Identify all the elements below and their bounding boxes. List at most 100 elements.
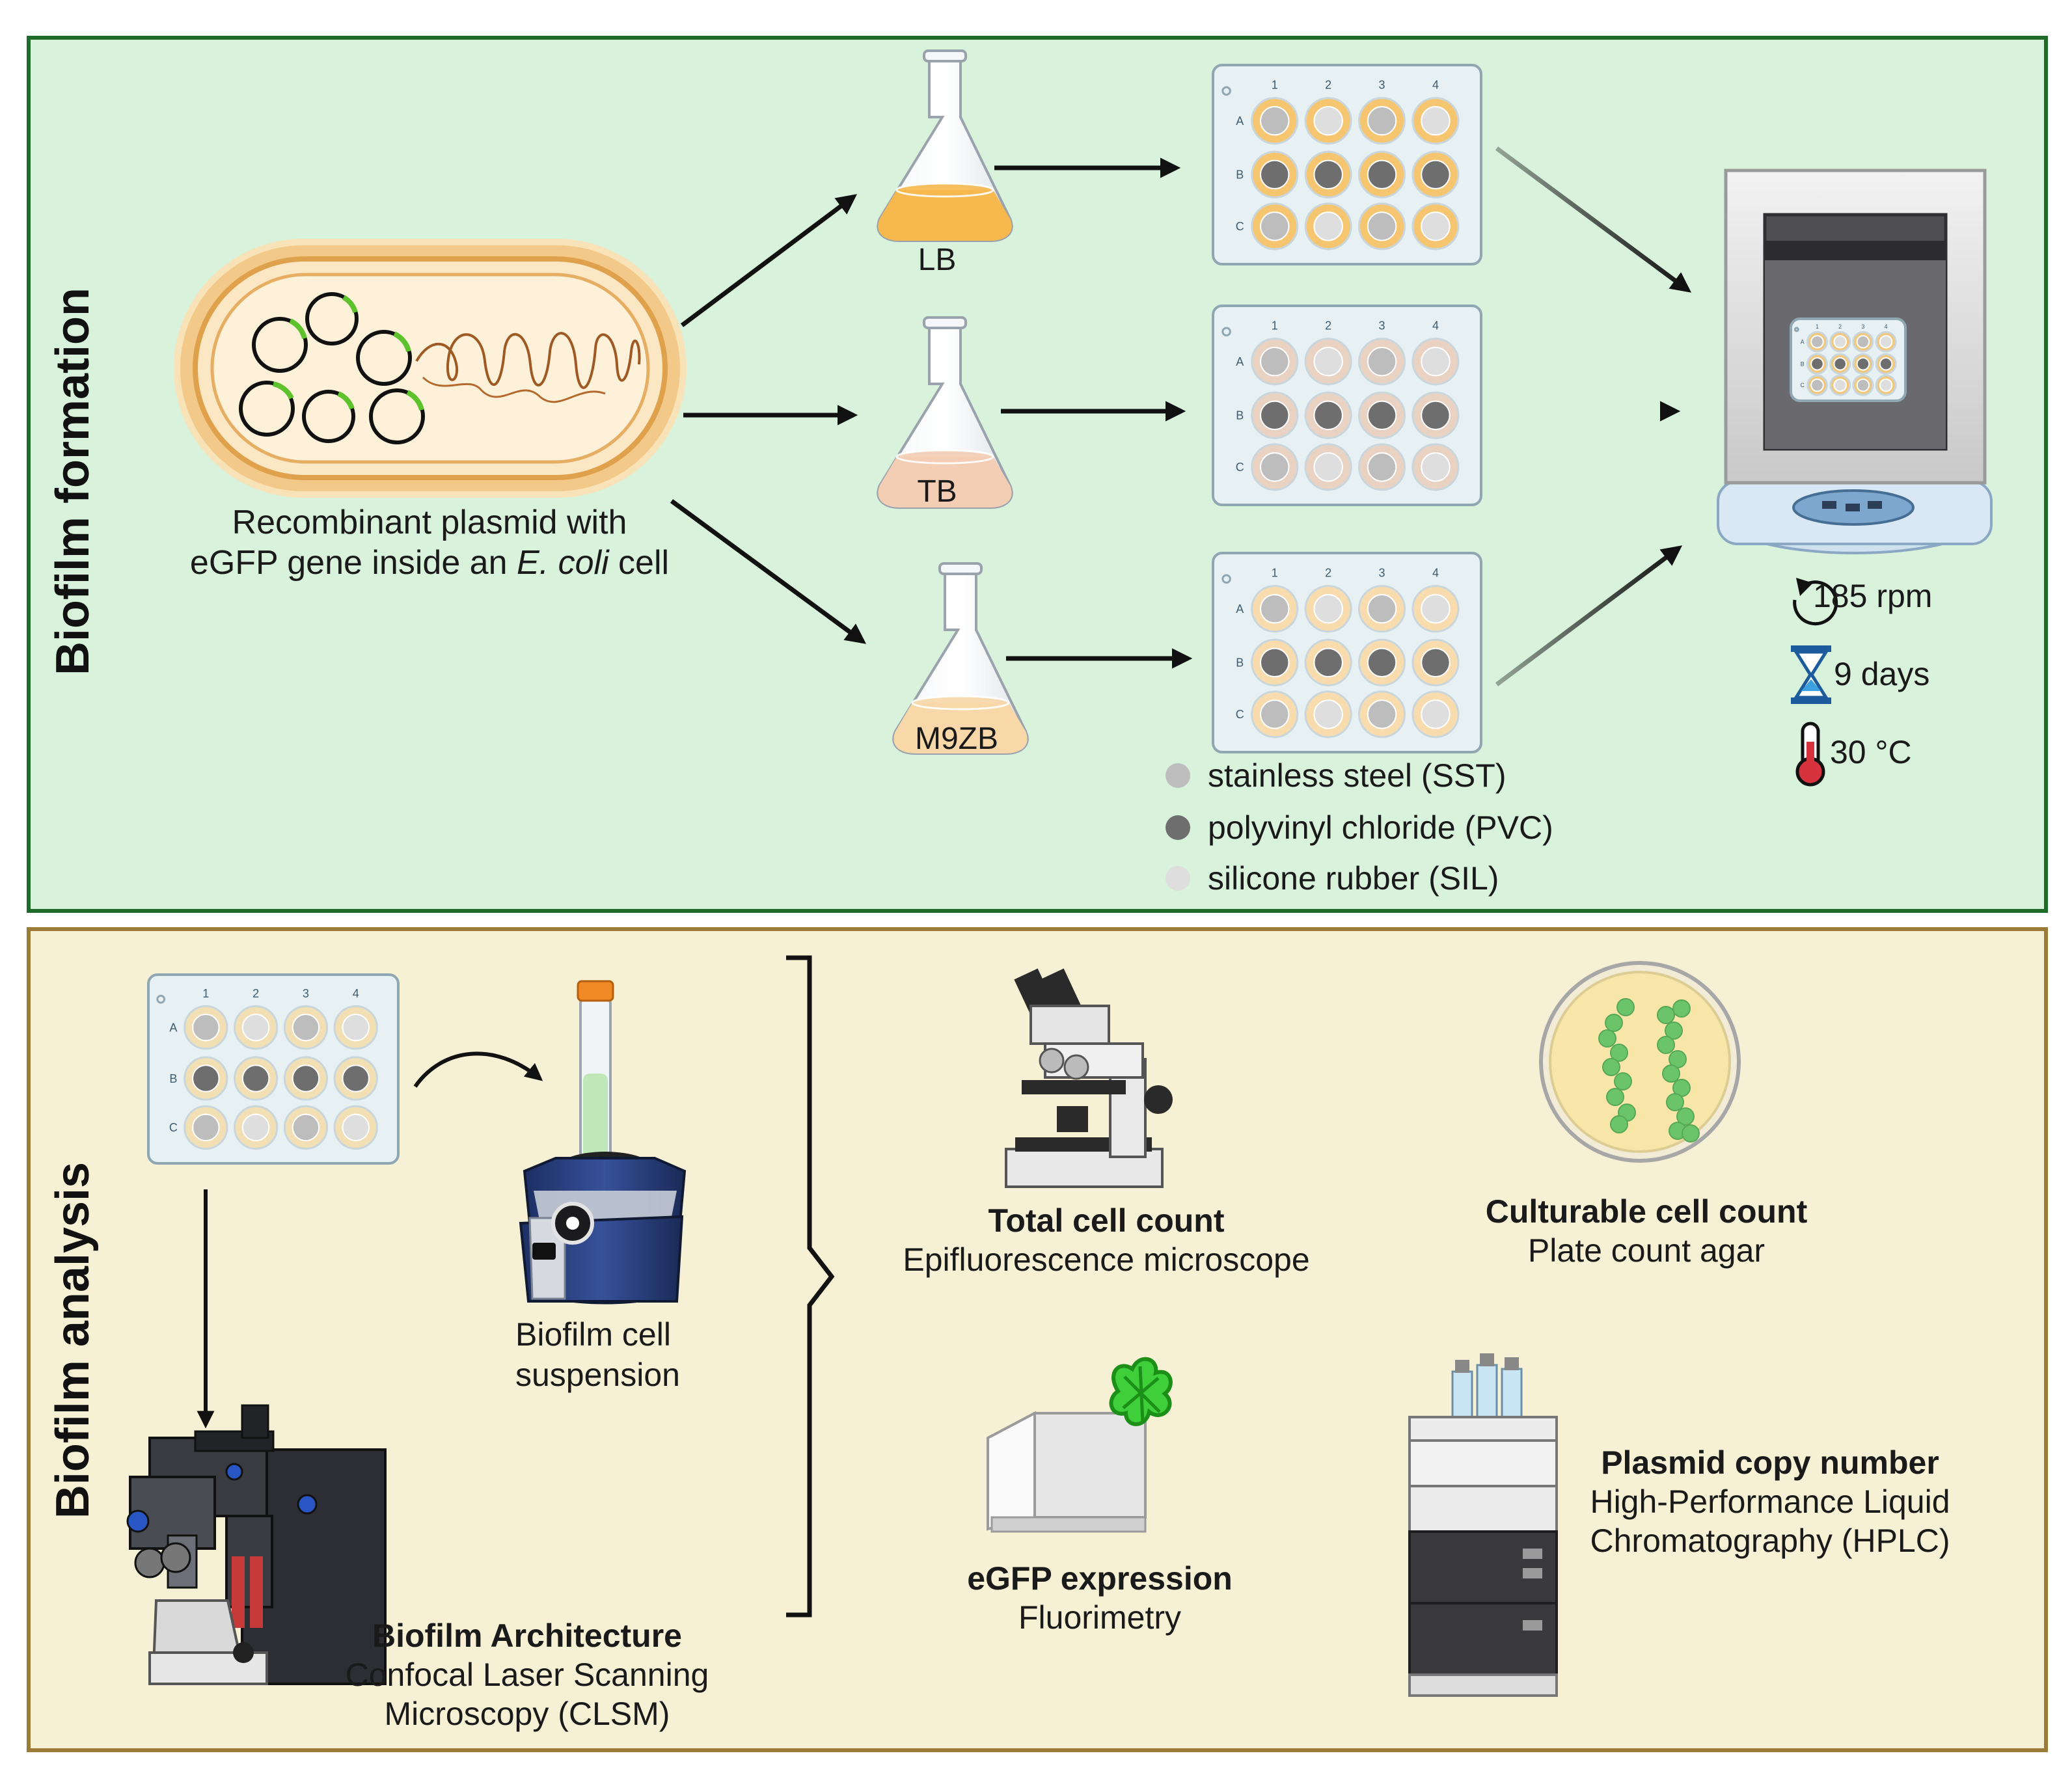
plate-coupon [1421,699,1451,729]
plate-coupon [1260,346,1290,377]
total-count-title: Total cell count [988,1202,1225,1239]
flask-m9zb-icon [892,562,1029,755]
ecoli-cell-icon [174,239,687,498]
rotation-icon [1793,578,1838,626]
arrow-plate1-to-incubator [1495,146,1692,293]
plate-coupon [292,1013,320,1042]
plate-column-label: 3 [1379,319,1385,332]
bacterial-colony [1614,1072,1632,1090]
plate-row-label: A [1801,338,1805,345]
bacterial-colony [1602,1058,1620,1076]
plate-row-label: C [1800,382,1805,388]
egfp-title: eGFP expression [967,1560,1233,1597]
suspension-line2: suspension [515,1357,680,1393]
plate-coupon [342,1113,370,1142]
plate-coupon [292,1113,320,1142]
plate-column-label: 1 [1272,567,1278,580]
legend-material-sil: silicone rubber (SIL) [1208,860,1499,897]
confocal-microscope-icon [126,1404,387,1685]
hplc-system-icon [1408,1353,1558,1697]
plate-row-label: B [1236,169,1244,182]
plate-coupon [241,1013,270,1042]
petri-dish-icon [1539,961,1741,1163]
plate-coupon [1313,159,1343,190]
cell-caption-line1: Recombinant plasmid with [232,504,627,541]
bacterial-colony [1616,998,1635,1016]
culturable-count-line1: Plate count agar [1527,1232,1765,1269]
plasmid-count-label: Plasmid copy number High-Performance Liq… [1549,1443,1991,1560]
medium-label-lb: LB [918,243,957,277]
epifluorescence-microscope-icon [1005,968,1173,1188]
plate-column-label: 4 [353,987,359,1000]
plate-coupon [292,1064,320,1092]
plate-coupon [1313,105,1343,136]
plate-row-label: A [1236,355,1244,368]
plate-row-label: B [1236,656,1244,670]
bacterial-colony [1672,999,1691,1018]
plate-coupon [1833,357,1847,371]
plate-column-label: 4 [1432,567,1439,580]
plate-row-label: C [1236,708,1244,721]
plate-coupon [1260,647,1290,678]
bacterial-colony [1605,1014,1623,1032]
plate-row-label: B [169,1072,177,1085]
cell-caption-line2: eGFP gene inside an E. coli cell [117,543,742,583]
plate-column-label: 4 [1432,79,1439,92]
medium-label-m9zb: M9ZB [914,722,998,756]
plate-coupon [1260,159,1290,190]
plate-coupon [1367,400,1397,431]
flask-tb-icon [877,316,1013,509]
plate-coupon [241,1113,270,1142]
plate-coupon [1833,378,1847,392]
plate-coupon [1879,335,1893,349]
bacterial-colony [1665,1022,1683,1040]
plate-row-label: C [169,1121,178,1134]
suspension-label: Biofilm cell suspension [515,1314,680,1395]
plate-coupon [1313,211,1343,241]
total-count-label: Total cell count Epifluorescence microsc… [859,1201,1354,1279]
condition-temperature: 30 °C [1830,734,1912,770]
bacterial-colony [1666,1093,1684,1111]
arrow-plate-to-vortex [413,1051,543,1088]
bacterial-colony [1657,1036,1675,1054]
gfp-protein-icon [1109,1357,1173,1426]
plate-row-label: C [1236,461,1244,474]
clsm-line1: Confocal Laser Scanning [345,1657,709,1693]
plate-coupon [1856,378,1870,392]
plate-row-label: B [1801,360,1805,367]
plate-coupon [1313,647,1343,678]
bacterial-colony [1657,1006,1675,1024]
bacterial-colony [1606,1088,1624,1106]
plate-coupon [1367,699,1397,729]
bacterial-colony [1682,1124,1700,1143]
plate-coupon [1260,593,1290,624]
plate-column-label: 1 [1816,323,1819,330]
cell-caption: Recombinant plasmid with eGFP gene insid… [117,502,742,583]
culturable-count-title: Culturable cell count [1485,1193,1808,1230]
thermometer-icon [1795,722,1825,787]
plate-coupon [1879,378,1893,392]
analysis-section-title: Biofilm analysis [47,1161,99,1519]
plate-column-label: 4 [1432,319,1439,332]
plate-coupon [192,1013,220,1042]
plate-coupon [241,1064,270,1092]
arrow-plate3-to-incubator [1495,545,1683,686]
plate-coupon [1260,105,1290,136]
arrow-cell-to-lb [680,194,858,327]
plate-coupon [1879,357,1893,371]
plate-column-label: 1 [202,987,209,1000]
flask-lb-icon [877,49,1013,242]
plate-coupon [1421,593,1451,624]
plate-coupon [192,1064,220,1092]
cell-caption-organism: E. coli [516,544,609,582]
plate-column-label: 2 [1325,319,1331,332]
culturable-count-label: Culturable cell count Plate count agar [1419,1192,1874,1270]
hourglass-icon [1791,645,1831,704]
plate-column-label: 2 [1325,567,1331,580]
plate-row-label: C [1236,220,1244,233]
clsm-title: Biofilm Architecture [372,1617,682,1654]
plate-column-label: 3 [1861,323,1864,330]
